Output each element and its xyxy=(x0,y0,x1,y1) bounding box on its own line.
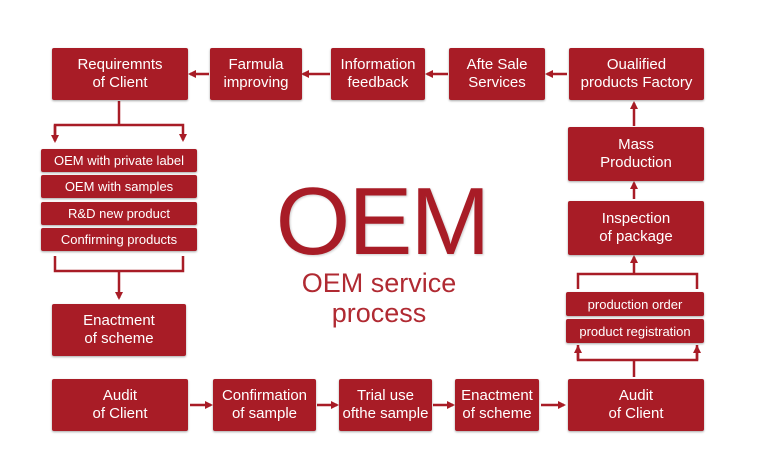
formula-improving-box: Farmula improving xyxy=(210,48,302,100)
bracket-top-right xyxy=(576,272,699,289)
oem-subtitle: OEM service process xyxy=(301,268,457,328)
production-order-box: production order xyxy=(566,292,704,316)
product-registration-box: product registration xyxy=(566,319,704,343)
bracket-bottom-left xyxy=(53,256,185,273)
qualified-products-factory-box: Oualified products Factory xyxy=(569,48,704,100)
mass-production-box: Mass Production xyxy=(568,127,704,181)
audit-of-client-left-box: Audit of Client xyxy=(52,379,188,431)
trial-use-of-sample-box: Trial use ofthe sample xyxy=(339,379,432,431)
option-oem-with-samples: OEM with samples xyxy=(41,175,197,198)
requirements-of-client-box: Requiremnts of Client xyxy=(52,48,188,100)
enactment-of-scheme-left-box: Enactment of scheme xyxy=(52,304,186,356)
option-rd-new-product: R&D new product xyxy=(41,202,197,225)
confirmation-of-sample-box: Confirmation of sample xyxy=(213,379,316,431)
option-confirming-products: Confirming products xyxy=(41,228,197,251)
enactment-of-scheme-bottom-box: Enactment of scheme xyxy=(455,379,539,431)
bracket-bottom-right xyxy=(576,345,699,362)
bracket-top-left xyxy=(53,123,187,142)
oem-title: OEM xyxy=(275,168,491,275)
audit-of-client-right-box: Audit of Client xyxy=(568,379,704,431)
after-sale-services-box: Afte Sale Services xyxy=(449,48,545,100)
option-oem-private-label: OEM with private label xyxy=(41,149,197,172)
information-feedback-box: Information feedback xyxy=(331,48,425,100)
inspection-of-package-box: Inspection of package xyxy=(568,201,704,255)
